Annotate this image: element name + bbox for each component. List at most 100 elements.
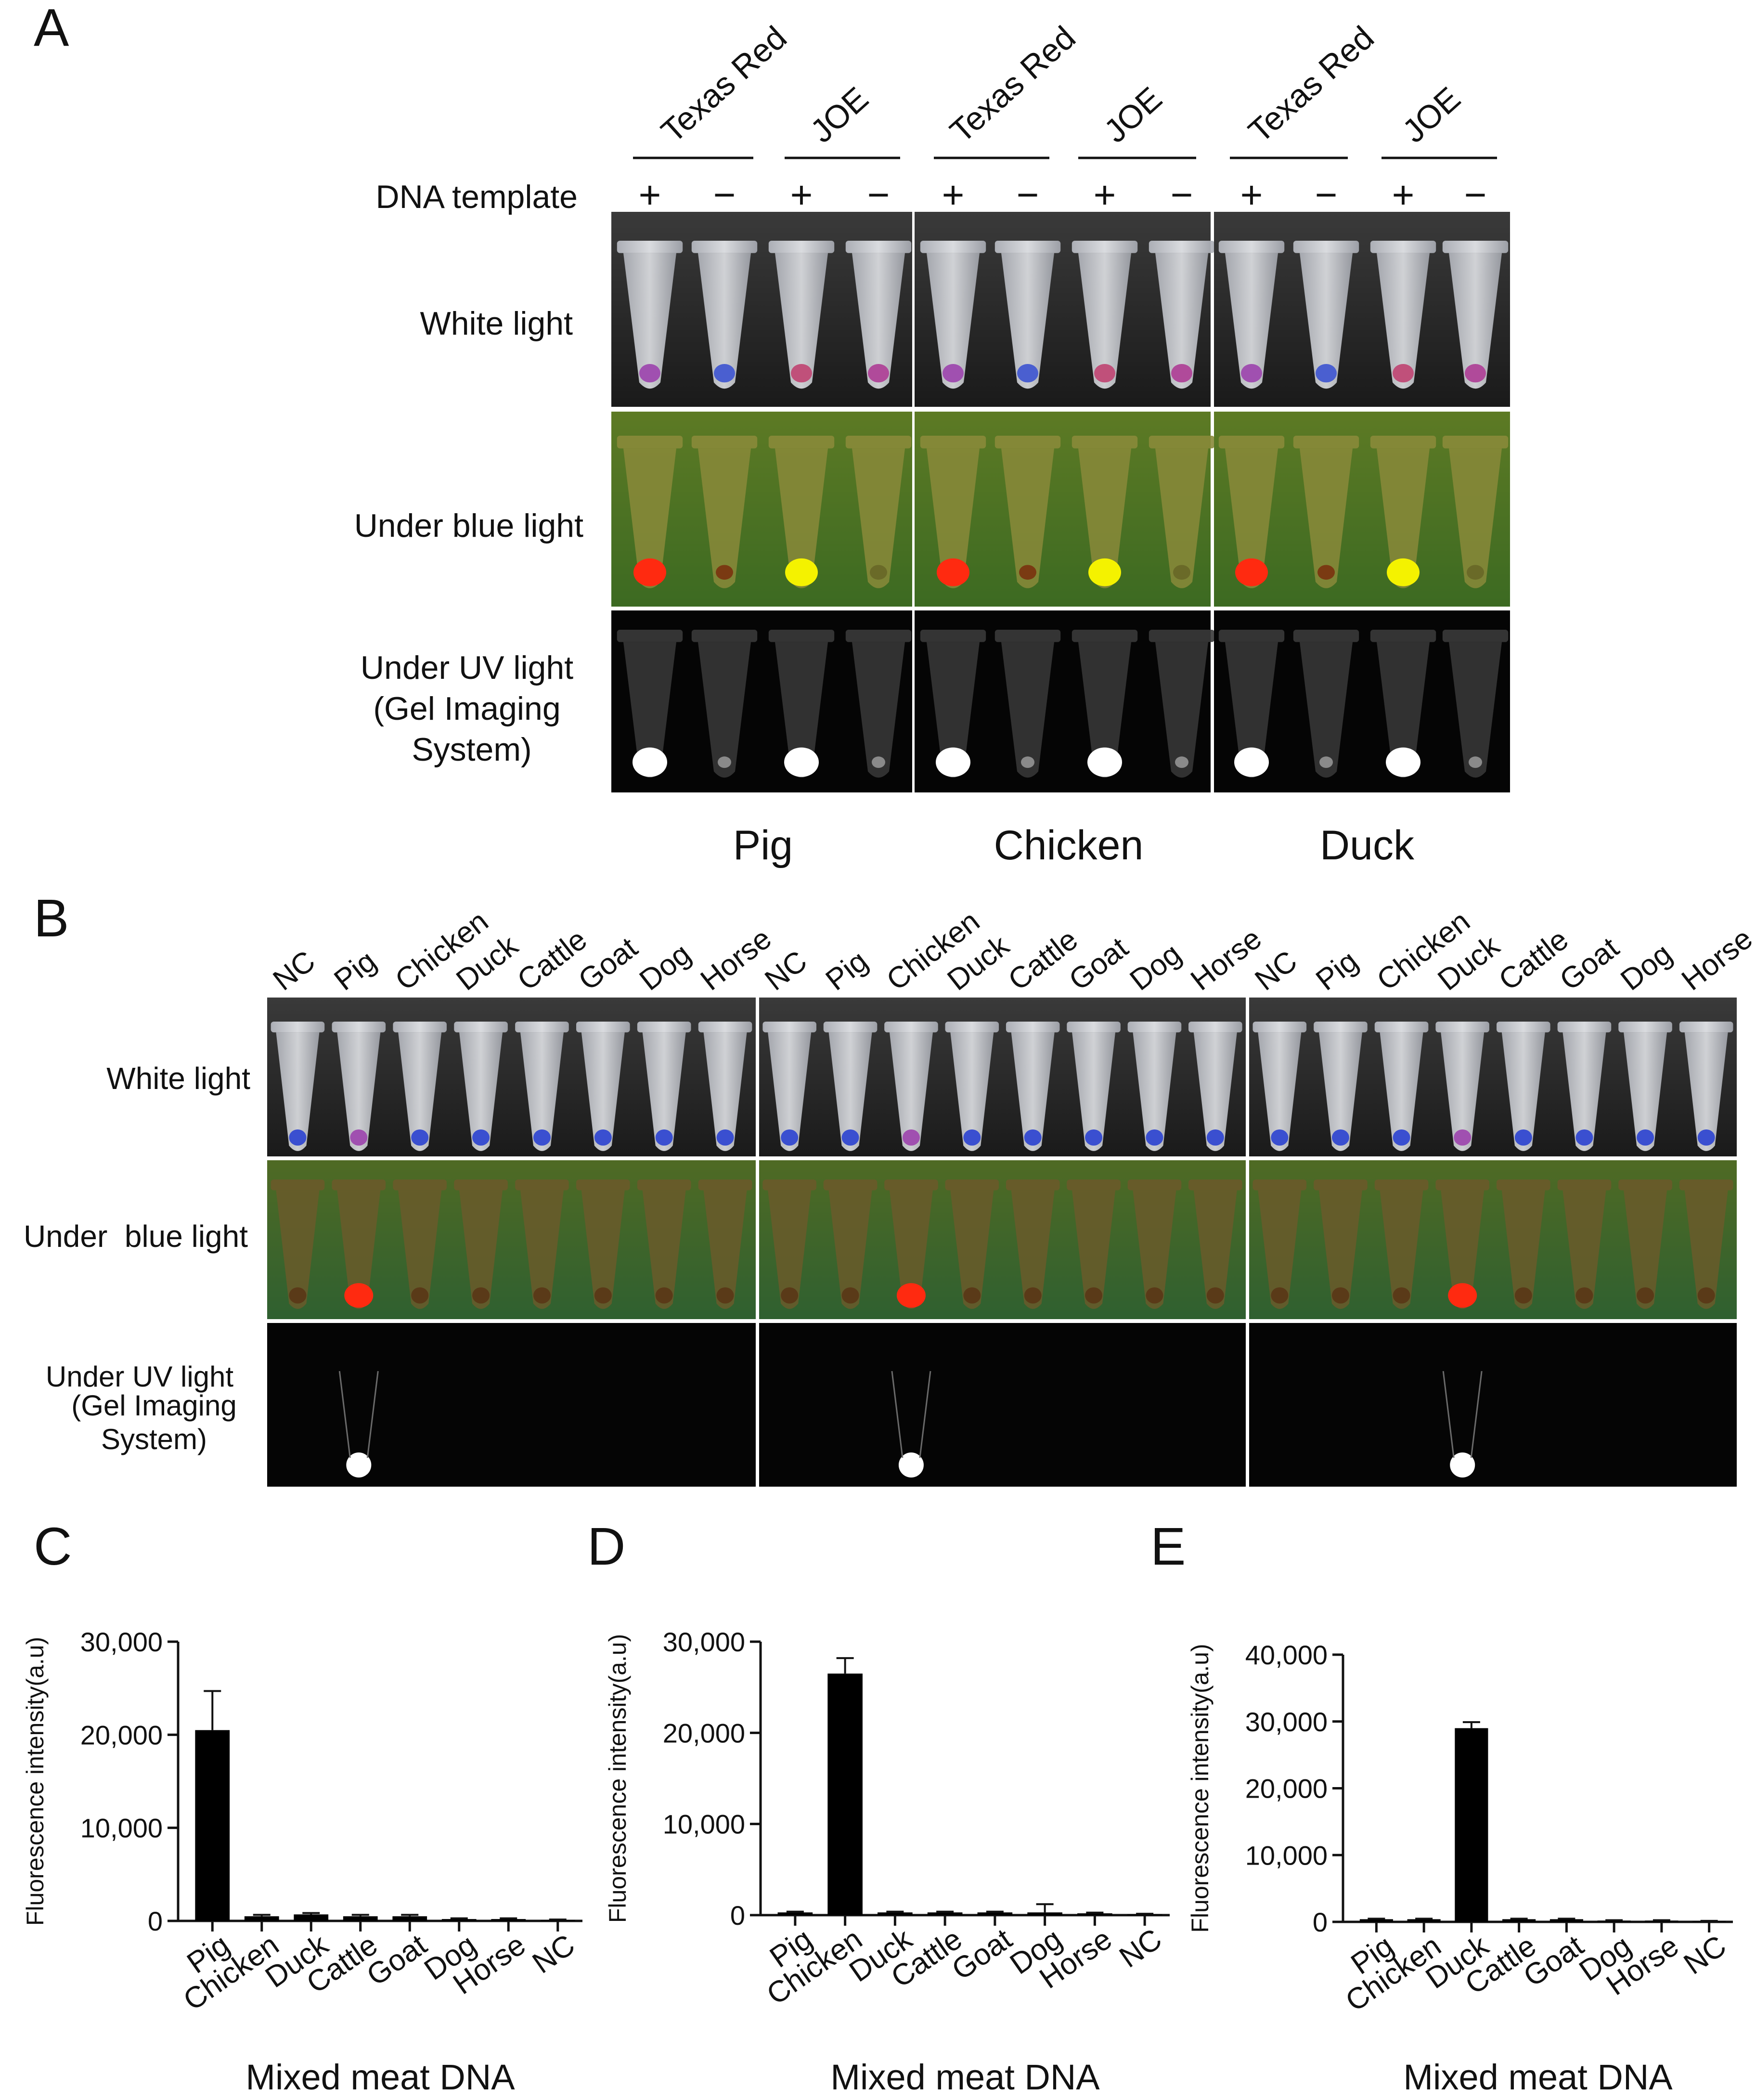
tube-body	[775, 253, 828, 389]
tube-liquid	[1393, 1287, 1410, 1304]
tube	[617, 436, 683, 588]
tube	[762, 1022, 816, 1151]
tube-rim	[1067, 1022, 1121, 1033]
tube-rim	[945, 1022, 999, 1033]
tube-liquid	[1454, 1129, 1472, 1146]
tube-rim	[823, 1022, 878, 1033]
bar	[1455, 1728, 1488, 1922]
tube-glow	[1387, 558, 1420, 586]
tube-rim	[691, 241, 758, 253]
tube	[1679, 1022, 1733, 1151]
y-tick-label: 10,000	[1245, 1840, 1328, 1870]
tube-rim	[1149, 436, 1215, 449]
x-tick-label: NC	[1678, 1929, 1732, 1981]
tube-body	[927, 642, 980, 778]
tube-rim	[1252, 1022, 1307, 1033]
row-label-white-light: White light	[420, 305, 573, 342]
tube-glow	[1019, 565, 1036, 580]
tube-liquid	[1575, 1129, 1593, 1146]
tube	[768, 630, 835, 778]
x-tick-label: NC	[1113, 1922, 1168, 1974]
tube-glow	[896, 1283, 926, 1308]
tube	[884, 1022, 938, 1151]
bar	[1502, 1919, 1536, 1922]
tube-body	[698, 253, 751, 389]
tube	[1072, 436, 1138, 588]
tube-body	[1001, 253, 1054, 389]
tube-rim	[332, 1022, 386, 1033]
tube-liquid	[533, 1129, 551, 1146]
tube-liquid	[1514, 1287, 1532, 1304]
tube-glow	[1467, 565, 1484, 580]
tube	[515, 1022, 569, 1151]
tube-body	[276, 1032, 320, 1151]
tube-glow	[633, 558, 666, 586]
tube-liquid	[289, 1287, 307, 1304]
tube-body	[1078, 642, 1131, 778]
tube-rim	[1006, 1022, 1060, 1033]
template-signs: +−+−+−+−+−+−	[639, 173, 1487, 216]
x-axis-label: Mixed meat DNA	[245, 2057, 515, 2097]
tube-liquid	[594, 1287, 612, 1304]
panel-letter-b: B	[34, 889, 69, 948]
tube	[1149, 436, 1215, 588]
tube-body	[1011, 1190, 1055, 1309]
tube-body	[1449, 448, 1502, 588]
uv-glow	[346, 1452, 372, 1478]
dye-label: JOE	[1097, 80, 1169, 150]
bar	[392, 1916, 427, 1921]
species-label-pig: Pig	[733, 822, 793, 869]
tube-rim	[845, 241, 912, 253]
tube-glow	[1088, 558, 1121, 586]
tube	[576, 1180, 630, 1309]
dye-label: Texas Red	[943, 19, 1083, 150]
column-label: Pig	[1310, 944, 1364, 997]
tube-glow	[716, 565, 733, 580]
tube-glow	[937, 558, 969, 586]
tube-body	[1624, 1190, 1667, 1309]
y-tick-label: 30,000	[1245, 1707, 1328, 1737]
tube-rim	[920, 436, 986, 449]
y-axis-label: Fluorescence intensity(a.u)	[1187, 1644, 1214, 1932]
panel-letter-a: A	[34, 0, 69, 57]
tube-body	[698, 448, 751, 588]
tube-glow	[1087, 747, 1122, 777]
tube-body	[337, 1032, 381, 1151]
tube-liquid	[1271, 1129, 1289, 1146]
tube-glow	[1469, 756, 1482, 768]
bar	[1359, 1919, 1393, 1922]
tube	[1218, 241, 1285, 389]
tube-body	[1377, 448, 1430, 588]
tube-liquid	[289, 1129, 307, 1146]
tube-rim	[920, 241, 986, 253]
tube-liquid	[781, 1287, 799, 1304]
tube-body	[623, 448, 676, 588]
tube-liquid	[1331, 1287, 1349, 1304]
row-label-uv-light-2: (Gel Imaging	[373, 690, 560, 727]
tube-body	[852, 642, 905, 778]
column-label: Pig	[328, 944, 382, 997]
tube-liquid	[716, 1287, 734, 1304]
tube-body	[1155, 642, 1208, 778]
tube	[1557, 1180, 1612, 1309]
tube-liquid	[781, 1129, 799, 1146]
tube-rim	[1072, 241, 1138, 253]
tube-body	[852, 253, 905, 389]
tube	[994, 436, 1061, 588]
template-sign: +	[1240, 173, 1263, 216]
tube-rim	[762, 1180, 816, 1191]
y-tick-label: 20,000	[1245, 1774, 1328, 1804]
bar	[1077, 1913, 1112, 1915]
tube-rim	[1374, 1022, 1429, 1033]
photo-uv-light	[759, 1323, 1246, 1487]
tube-body	[703, 1032, 747, 1151]
y-tick-label: 30,000	[663, 1627, 745, 1657]
tube	[271, 1022, 325, 1151]
tube-body	[1133, 1190, 1176, 1309]
tube-rim	[823, 1180, 878, 1191]
tube	[332, 1022, 386, 1151]
column-label: Dog	[1614, 937, 1678, 997]
